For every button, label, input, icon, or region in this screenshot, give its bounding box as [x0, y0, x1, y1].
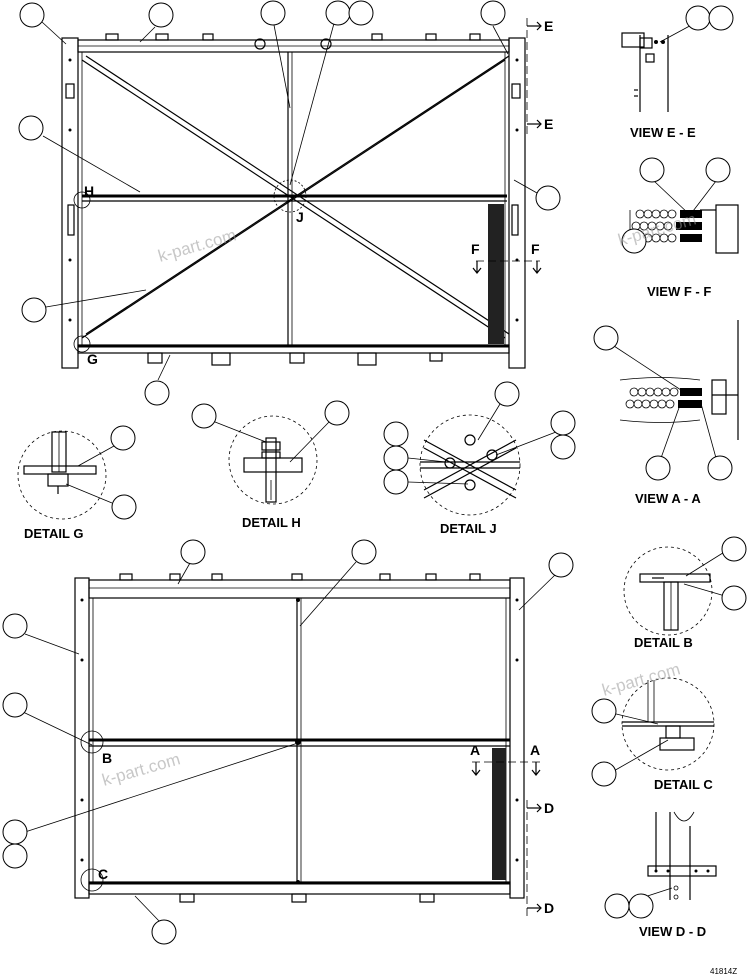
watermark-2: k-part.com [616, 209, 698, 249]
detail-b-label: DETAIL B [634, 635, 693, 650]
section-marker-f-left: F [471, 241, 480, 257]
detail-j: DETAIL J [383, 381, 576, 536]
watermark-1: k-part.com [156, 225, 238, 265]
section-line-f: F F [471, 241, 542, 274]
section-line-d: D D [526, 800, 554, 918]
view-f-f-label: VIEW F - F [647, 284, 711, 299]
view-e-e-label: VIEW E - E [630, 125, 696, 140]
top-frame-assembly [61, 33, 526, 369]
detail-c: DETAIL C [591, 677, 715, 792]
detail-b: DETAIL B [623, 536, 747, 650]
detail-c-label: DETAIL C [654, 777, 713, 792]
detail-marker-b: B [102, 750, 112, 766]
detail-marker-j: J [296, 209, 304, 225]
detail-marker-g: G [87, 351, 98, 367]
detail-h-label: DETAIL H [242, 515, 301, 530]
detail-j-label: DETAIL J [440, 521, 497, 536]
view-d-d: VIEW D - D [604, 811, 717, 939]
watermark-4: k-part.com [100, 749, 182, 789]
view-a-a: VIEW A - A [593, 320, 739, 506]
detail-h: DETAIL H [191, 400, 350, 530]
section-marker-d-top: D [544, 800, 554, 816]
coil-rows-a [625, 387, 702, 409]
callout-balloons-bottom [2, 539, 574, 945]
section-marker-d-bottom: D [544, 900, 554, 916]
detail-g: DETAIL G [17, 425, 137, 541]
section-marker-e-bottom: E [544, 116, 553, 132]
section-line-e: E E [526, 18, 553, 135]
leaders-bottom-frame [22, 561, 556, 923]
watermark-3: k-part.com [600, 659, 682, 699]
section-marker-f-right: F [531, 241, 540, 257]
section-line-a: A A [470, 742, 541, 776]
bottom-frame-assembly [74, 573, 525, 903]
section-marker-e-top: E [544, 18, 553, 34]
leaders-top-frame [41, 15, 538, 381]
drawing-code: 41814Z [710, 967, 737, 976]
section-marker-a-left: A [470, 742, 480, 758]
callout-balloons-top [18, 0, 561, 406]
detail-marker-c: C [98, 866, 108, 882]
section-marker-a-right: A [530, 742, 540, 758]
detail-marker-h: H [84, 183, 94, 199]
view-f-f: VIEW F - F [621, 157, 739, 299]
detail-g-label: DETAIL G [24, 526, 83, 541]
view-e-e: VIEW E - E [621, 5, 734, 140]
view-d-d-label: VIEW D - D [639, 924, 706, 939]
view-a-a-label: VIEW A - A [635, 491, 701, 506]
